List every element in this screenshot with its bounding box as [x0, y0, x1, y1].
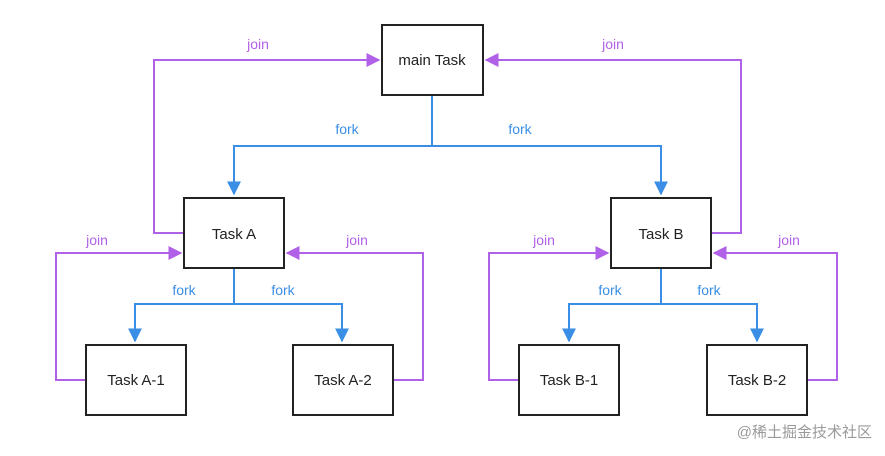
fork-label-b-to-b2: fork [697, 282, 721, 298]
node-label-task-a: Task A [212, 226, 256, 243]
node-main-task: main Task [381, 24, 484, 96]
node-label-task-b: Task B [638, 226, 683, 243]
node-task-a: Task A [183, 197, 285, 269]
join-label-b1-to-b: join [532, 232, 555, 248]
join-edge-b1-to-task-b [488, 246, 610, 381]
node-task-b: Task B [610, 197, 712, 269]
node-task-b-1: Task B-1 [518, 344, 620, 416]
fork-label-b-to-b1: fork [598, 282, 622, 298]
join-label-a-to-main: join [246, 36, 269, 52]
join-label-a1-to-a: join [85, 232, 108, 248]
node-label-task-a-2: Task A-2 [314, 372, 372, 389]
node-label-task-b-1: Task B-1 [540, 372, 598, 389]
fork-edge-task-a-to-a2 [234, 303, 349, 343]
node-task-a-1: Task A-1 [85, 344, 187, 416]
fork-label-main-to-b: fork [508, 121, 532, 137]
join-edge-task-b-to-main [484, 53, 742, 234]
fork-edge-task-b-to-b1 [562, 268, 662, 343]
node-label-main-task: main Task [398, 52, 466, 69]
fork-edge-task-b-to-b2 [661, 303, 764, 343]
node-label-task-a-1: Task A-1 [107, 372, 165, 389]
fork-edge-main-to-task-a [227, 96, 433, 196]
fork-label-a-to-a2: fork [271, 282, 295, 298]
join-edge-task-a-to-main [153, 53, 381, 234]
node-label-task-b-2: Task B-2 [728, 372, 786, 389]
fork-label-main-to-a: fork [335, 121, 359, 137]
node-task-a-2: Task A-2 [292, 344, 394, 416]
fork-edge-main-to-task-b [432, 145, 668, 196]
watermark: @稀土掘金技术社区 [737, 424, 872, 441]
join-label-b-to-main: join [601, 36, 624, 52]
join-label-b2-to-b: join [777, 232, 800, 248]
join-edge-a1-to-task-a [55, 246, 183, 381]
fork-label-a-to-a1: fork [172, 282, 196, 298]
fork-edge-task-a-to-a1 [128, 268, 235, 343]
node-task-b-2: Task B-2 [706, 344, 808, 416]
join-label-a2-to-a: join [345, 232, 368, 248]
join-edge-a2-to-task-a [285, 246, 424, 381]
join-edge-b2-to-task-b [712, 246, 838, 381]
